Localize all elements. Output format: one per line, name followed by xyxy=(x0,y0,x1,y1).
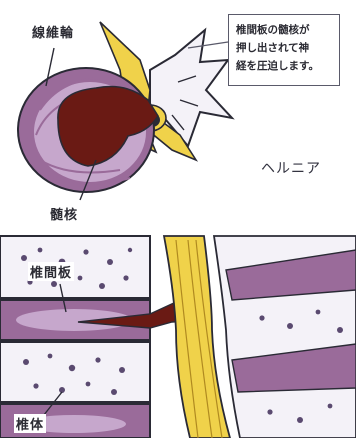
callout-box: 椎間板の髄核が 押し出されて神 経を圧迫します。 xyxy=(228,14,340,86)
hernia-caption: ヘルニア xyxy=(261,158,321,178)
vertebral-body-lower xyxy=(0,342,150,402)
label-annulus-fibrosus: 線維輪 xyxy=(32,22,74,41)
label-intervertebral-disc: 椎間板 xyxy=(28,262,74,281)
callout-line: 経を圧迫します。 xyxy=(236,57,332,75)
vertebral-body xyxy=(0,236,150,298)
label-vertebral-body: 椎体 xyxy=(14,414,46,433)
label-nucleus-pulposus: 髄核 xyxy=(50,204,78,223)
callout-line: 椎間板の髄核が xyxy=(236,21,332,39)
callout-line: 押し出されて神 xyxy=(236,39,332,57)
